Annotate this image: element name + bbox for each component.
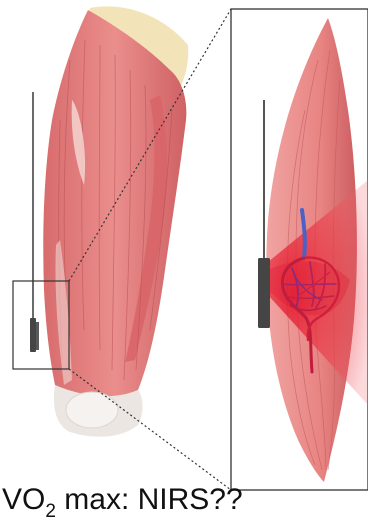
probe-tip bbox=[36, 322, 39, 350]
patella bbox=[66, 392, 118, 428]
nirs-probe-icon bbox=[30, 318, 36, 352]
caption-vo: VO bbox=[2, 483, 45, 516]
caption-rest: max: NIRS?? bbox=[56, 483, 243, 516]
zoom-nirs-probe-icon bbox=[258, 258, 270, 328]
caption: VO2 max: NIRS?? bbox=[2, 483, 243, 521]
zoomed-panel bbox=[231, 9, 368, 490]
thigh-illustration bbox=[13, 6, 188, 436]
caption-subscript: 2 bbox=[45, 501, 56, 522]
